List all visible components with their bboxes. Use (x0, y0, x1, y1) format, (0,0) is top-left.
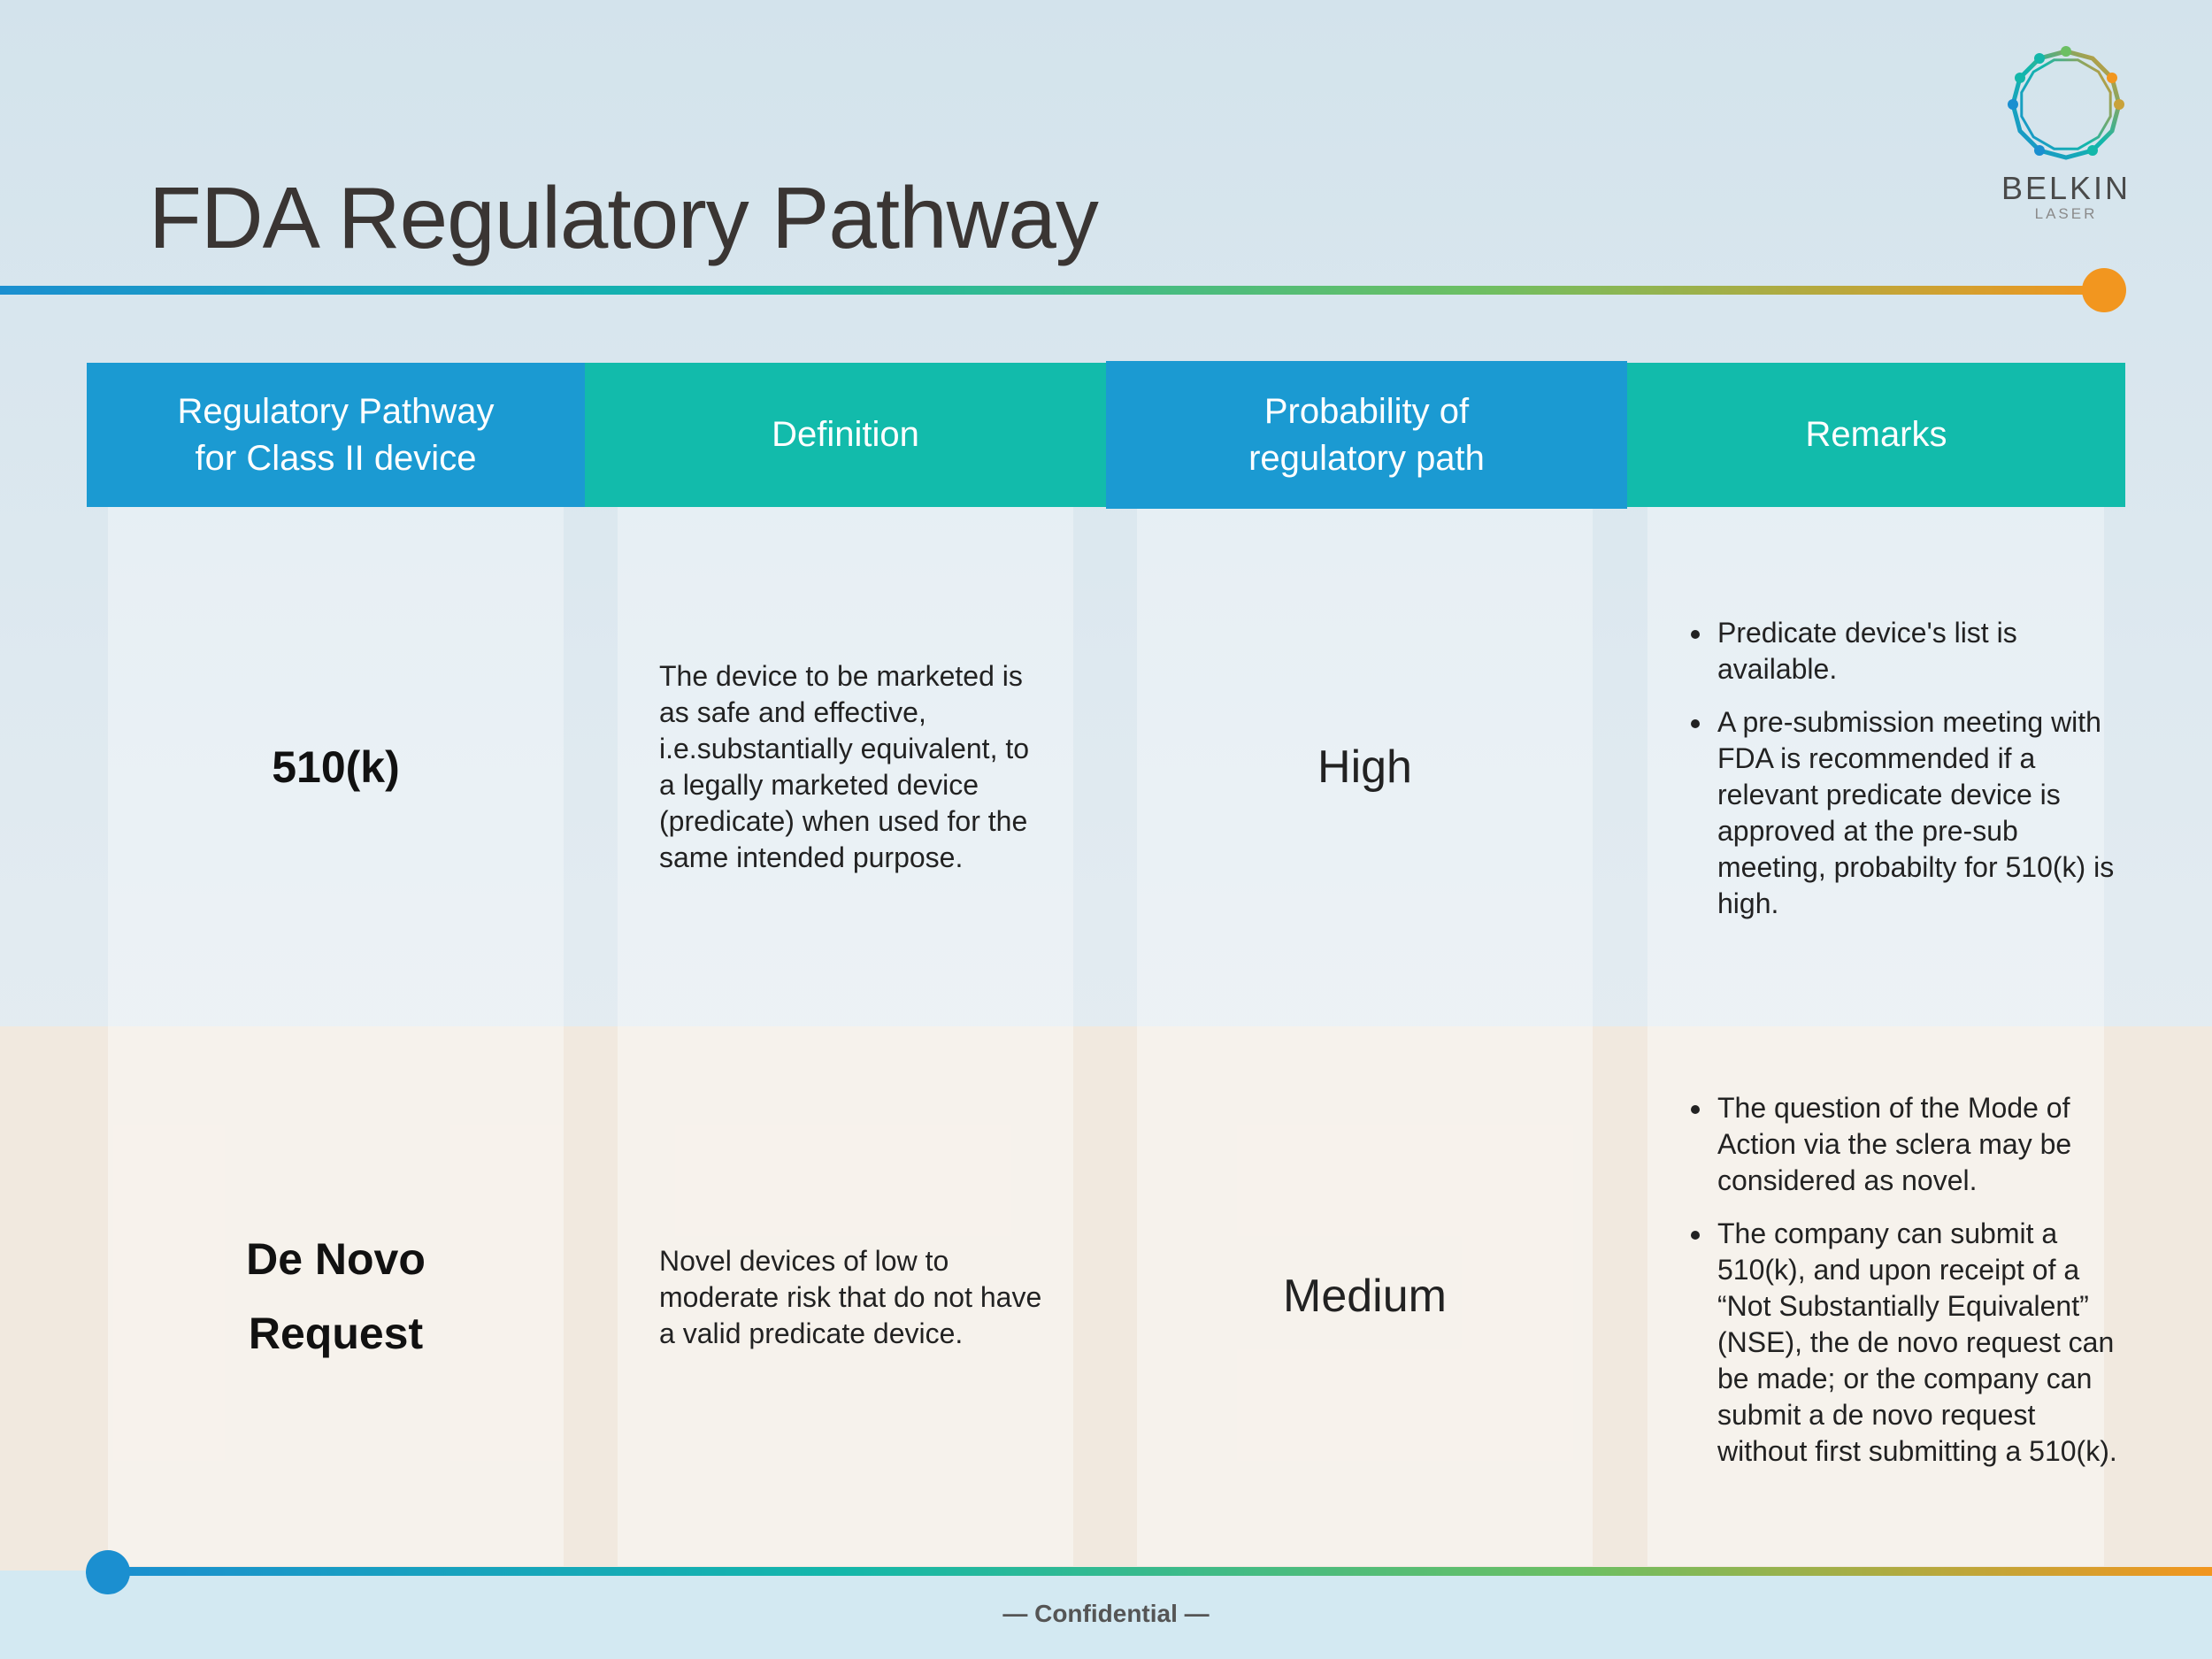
header-definition-label: Definition (772, 415, 919, 454)
bottom-divider-endpoint (86, 1550, 130, 1594)
pathway-510k: 510(k) (272, 741, 400, 792)
header-probability-label: Probability of regulatory path (1248, 391, 1485, 478)
list-item: The company can submit a 510(k), and upo… (1714, 1216, 2130, 1470)
definition-de-novo: Novel devices of low to moderate risk th… (659, 1245, 1042, 1349)
lower-row-band (0, 1026, 2212, 1571)
header-remarks-label: Remarks (1805, 415, 1947, 454)
company-logo: BELKIN LASER (1991, 42, 2141, 223)
footer-band (0, 1571, 2212, 1659)
logo-wordmark: BELKIN (2001, 170, 2131, 206)
top-divider (0, 286, 2106, 295)
remarks-510k: Predicate device's list is available. A … (1668, 615, 2130, 939)
header-probability: Probability of regulatory path (1106, 361, 1627, 509)
page-title: FDA Regulatory Pathway (149, 169, 1099, 266)
remarks-de-novo: The question of the Mode of Action via t… (1668, 1090, 2130, 1486)
header-pathway-label: Regulatory Pathway for Class II device (177, 391, 495, 478)
column-pathway (108, 507, 564, 1566)
top-divider-endpoint (2082, 268, 2126, 312)
header-pathway: Regulatory Pathway for Class II device (87, 363, 585, 507)
logo-subtitle: LASER (2034, 205, 2098, 222)
list-item: Predicate device's list is available. (1714, 615, 2130, 687)
list-item: A pre-submission meeting with FDA is rec… (1714, 704, 2130, 922)
list-item: The question of the Mode of Action via t… (1714, 1090, 2130, 1199)
probability-510k: High (1317, 741, 1412, 793)
header-remarks: Remarks (1627, 363, 2125, 507)
confidential-footer: — Confidential — (1002, 1600, 1210, 1627)
probability-de-novo: Medium (1283, 1271, 1447, 1322)
column-remarks (1647, 507, 2104, 1566)
pathway-de-novo: De Novo Request (246, 1234, 426, 1358)
bottom-divider (106, 1567, 2212, 1576)
column-probability (1137, 507, 1593, 1566)
definition-510k: The device to be marketed is as safe and… (659, 660, 1030, 873)
ring-of-nodes-icon (2008, 46, 2124, 160)
column-definition (618, 507, 1073, 1566)
header-definition: Definition (585, 363, 1106, 507)
